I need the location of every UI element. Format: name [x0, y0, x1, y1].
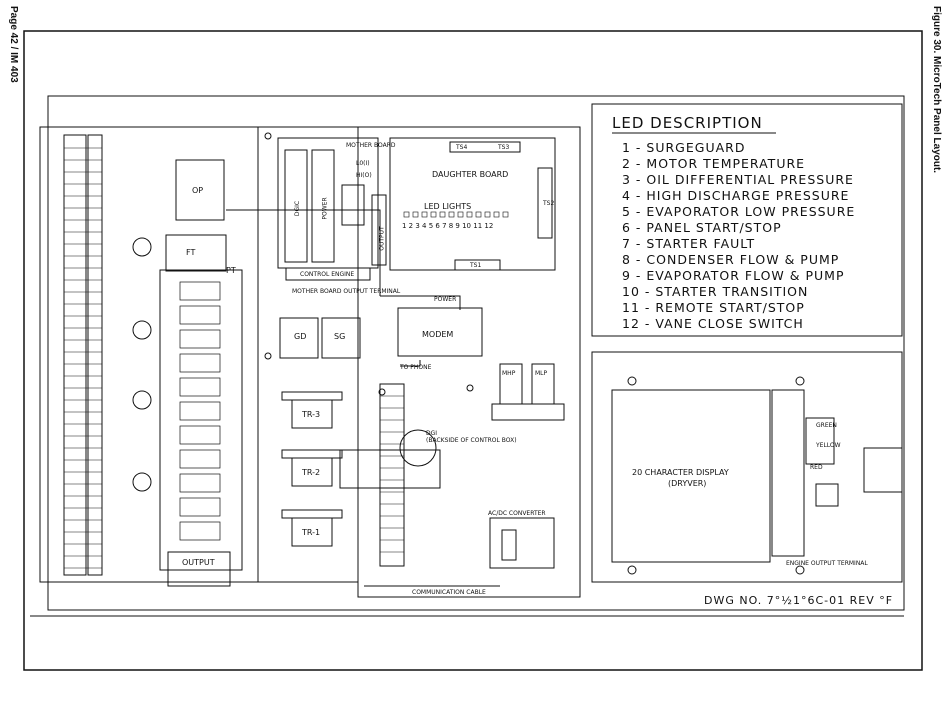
led-description-title: LED DESCRIPTION — [612, 114, 763, 132]
led-description-item: 5 - EVAPORATOR LOW PRESSURE — [622, 204, 856, 219]
gd-label: GD — [294, 332, 307, 341]
display-sub-label: (DRYVER) — [668, 479, 707, 488]
led-description-item: 10 - STARTER TRANSITION — [622, 284, 809, 299]
led-description-item: 3 - OIL DIFFERENTIAL PRESSURE — [622, 172, 854, 187]
display-label: 20 CHARACTER DISPLAY — [632, 468, 729, 477]
led-description-item: 4 - HIGH DISCHARGE PRESSURE — [622, 188, 850, 203]
led-description-item: 8 - CONDENSER FLOW & PUMP — [622, 252, 840, 267]
output-label: OUTPUT — [182, 558, 215, 567]
ft-label: FT — [186, 248, 196, 257]
power-bar-label: POWER — [321, 197, 329, 220]
pt-label: PT — [226, 266, 236, 275]
red-label: RED — [810, 464, 823, 471]
acdc-label: AC/DC CONVERTER — [488, 510, 546, 517]
engine-output-label: ENGINE OUTPUT TERMINAL — [786, 560, 868, 567]
led-lights-label: LED LIGHTS — [424, 202, 472, 211]
led-description-item: 1 - SURGEGUARD — [622, 140, 746, 155]
mother-board-output-label: MOTHER BOARD OUTPUT TERMINAL — [292, 288, 401, 295]
mother-board-label: MOTHER BOARD — [346, 142, 396, 149]
sg-label: SG — [334, 332, 346, 341]
led-description-item: 7 - STARTER FAULT — [622, 236, 756, 251]
hi-label: HI(O) — [356, 172, 372, 179]
control-engine-label: CONTROL ENGINE — [300, 271, 355, 278]
lo-label: L0(I) — [356, 160, 370, 167]
output-bar-label: OUTPUT — [378, 226, 386, 251]
led-description-item: 9 - EVAPORATOR FLOW & PUMP — [622, 268, 845, 283]
yellow-label: YELLOW — [816, 442, 841, 449]
ts3-label: TS3 — [498, 144, 510, 151]
tr1-label: TR-1 — [302, 528, 321, 537]
tr3-label: TR-3 — [302, 410, 321, 419]
modem-label: MODEM — [422, 330, 454, 339]
daughter-board-label: DAUGHTER BOARD — [432, 170, 509, 179]
led-description-item: 11 - REMOTE START/STOP — [622, 300, 805, 315]
mhp-label: MHP — [502, 370, 516, 377]
led-numbers-label: 1 2 3 4 5 6 7 8 9 10 11 12 — [402, 222, 494, 230]
ts1-label: TS1 — [470, 262, 482, 269]
op-label: OP — [192, 186, 204, 195]
drawing-number: DWG NO. 7°½1°6C-01 REV °F — [704, 594, 894, 607]
dgi-label: DGI — [426, 430, 438, 437]
dgi-note-label: (BACKSIDE OF CONTROL BOX) — [426, 437, 517, 444]
comm-cable-label: COMMUNICATION CABLE — [412, 589, 486, 596]
power-label: POWER — [434, 296, 457, 303]
ts2-label: TS2 — [543, 200, 555, 207]
mlp-label: MLP — [535, 370, 548, 377]
ts4-label: TS4 — [456, 144, 468, 151]
dgic-label: DGIC — [294, 200, 302, 217]
tr2-label: TR-2 — [302, 468, 321, 477]
led-description-item: 2 - MOTOR TEMPERATURE — [622, 156, 806, 171]
green-label: GREEN — [816, 422, 837, 429]
led-description-item: 6 - PANEL START/STOP — [622, 220, 782, 235]
led-description-item: 12 - VANE CLOSE SWITCH — [622, 316, 804, 331]
to-phone-label: TO PHONE — [400, 364, 432, 371]
